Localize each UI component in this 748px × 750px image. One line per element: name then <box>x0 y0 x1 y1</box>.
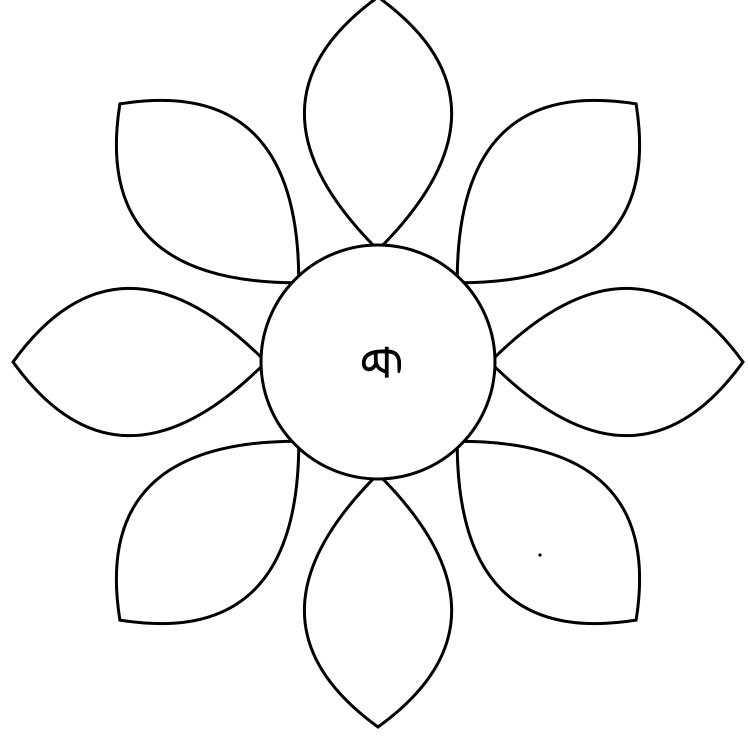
center-glyph: ਓ <box>355 347 402 379</box>
petal-4 <box>457 441 639 623</box>
petal-7 <box>13 288 266 435</box>
petal-8 <box>116 100 298 282</box>
ink-speck <box>538 553 541 556</box>
petal-3 <box>490 288 743 435</box>
petal-5 <box>304 474 451 727</box>
petal-2 <box>457 100 639 282</box>
petal-6 <box>116 441 298 623</box>
petal-1 <box>304 0 451 250</box>
